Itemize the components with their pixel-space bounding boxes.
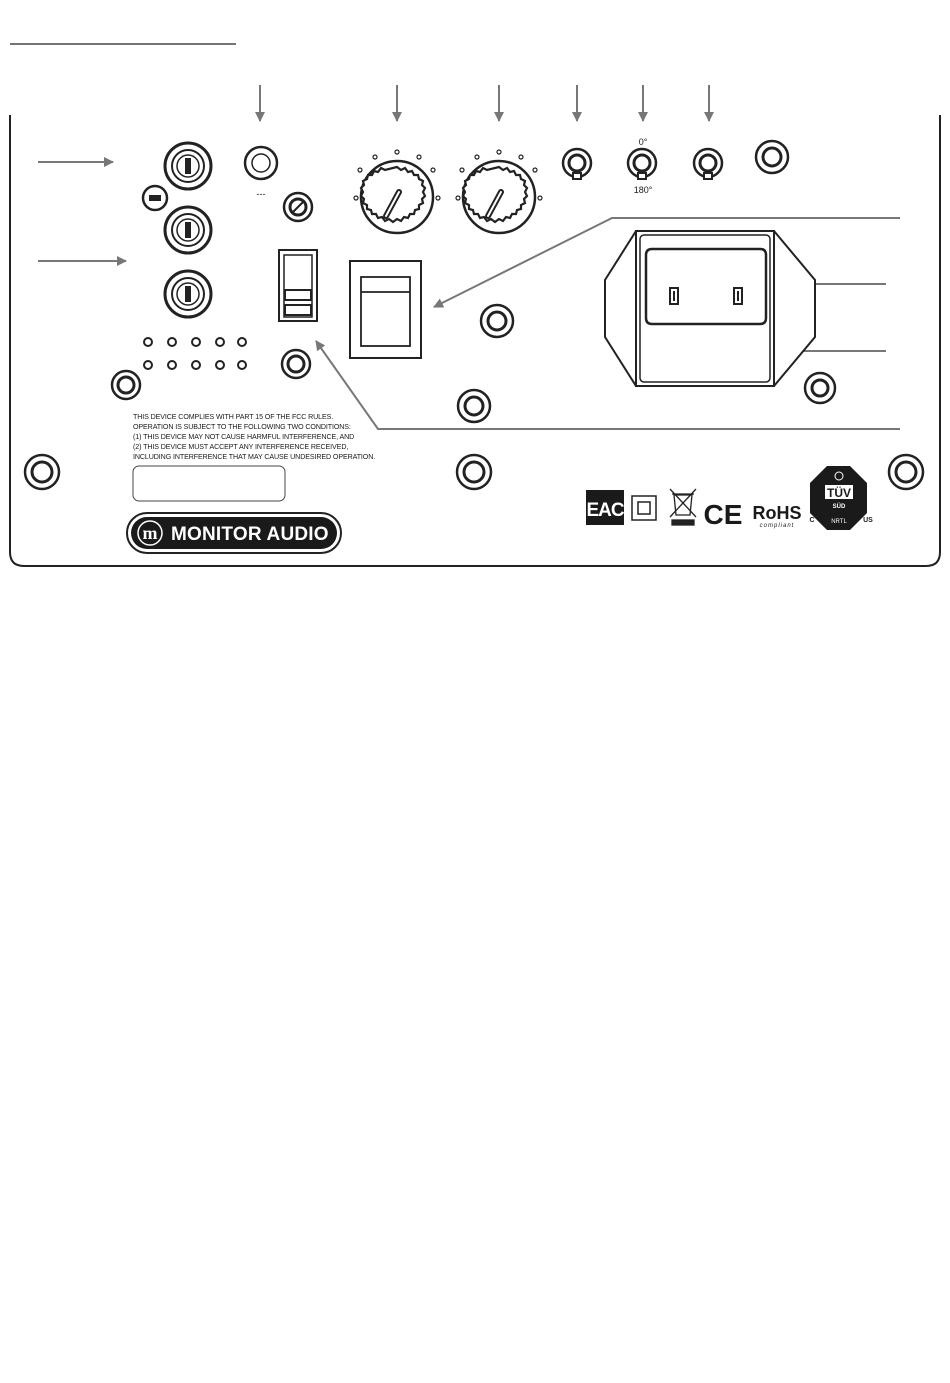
- mount-screw: [479, 303, 515, 339]
- double-insulation-mark: [631, 495, 657, 521]
- rca-input-1[interactable]: [163, 141, 213, 191]
- mount-screw: [803, 371, 837, 405]
- power-inlet[interactable]: [604, 230, 816, 387]
- phase-label-180: 180°: [634, 185, 653, 195]
- crossover-knob[interactable]: [455, 149, 543, 235]
- svg-text:C: C: [809, 517, 814, 524]
- dc-symbol: ---: [257, 189, 266, 199]
- svg-text:TÜV: TÜV: [827, 485, 851, 500]
- rohs-mark: RoHS compliant: [753, 503, 802, 529]
- svg-text:EAC: EAC: [586, 500, 624, 521]
- mount-screw: [887, 453, 925, 491]
- panel-outline: [9, 115, 941, 567]
- tuv-mark: TÜV SÜD NRTL C US: [809, 466, 873, 530]
- rear-panel-diagram: ---: [9, 43, 941, 567]
- fcc-line: INCLUDING INTERFERENCE THAT MAY CAUSE UN…: [133, 453, 375, 461]
- mount-screw: [110, 369, 142, 401]
- fcc-line: (2) THIS DEVICE MUST ACCEPT ANY INTERFER…: [133, 443, 348, 451]
- brand-name: MONITOR AUDIO: [171, 524, 329, 545]
- svg-text:US: US: [863, 517, 873, 524]
- mount-screw: [282, 191, 314, 223]
- callout-arrows-top: [255, 85, 714, 122]
- callout-arrows-left: [38, 157, 127, 266]
- fcc-line: OPERATION IS SUBJECT TO THE FOLLOWING TW…: [133, 423, 351, 431]
- fcc-statement: THIS DEVICE COMPLIES WITH PART 15 OF THE…: [133, 413, 375, 461]
- certification-marks: EAC CE RoHS compliant TÜV SÜD NRTL C US: [586, 466, 873, 530]
- svg-text:SÜD: SÜD: [833, 503, 846, 510]
- ground-post: [141, 184, 169, 212]
- mount-screw: [456, 388, 492, 424]
- callout-arrow-slide-switch: [315, 340, 900, 430]
- weee-bin-icon: [669, 488, 697, 526]
- indicator-dots: [143, 337, 247, 370]
- trigger-jack[interactable]: [243, 145, 279, 181]
- svg-text:compliant: compliant: [760, 523, 795, 529]
- toggle-switch-3[interactable]: [692, 147, 724, 180]
- mount-screw: [754, 139, 790, 175]
- brand-monogram: m: [143, 523, 158, 543]
- phase-switch[interactable]: [626, 147, 658, 180]
- volume-knob[interactable]: [353, 149, 441, 235]
- rca-input-2[interactable]: [163, 205, 213, 255]
- ce-mark: CE: [704, 499, 743, 530]
- power-rocker-switch[interactable]: [349, 260, 422, 359]
- rca-input-3[interactable]: [163, 269, 213, 319]
- phase-label-0: 0°: [639, 137, 648, 147]
- mount-screw: [455, 453, 493, 491]
- brand-logo: m MONITOR AUDIO: [126, 512, 342, 554]
- toggle-switch-1[interactable]: [561, 147, 593, 180]
- fcc-line: (1) THIS DEVICE MAY NOT CAUSE HARMFUL IN…: [133, 433, 354, 441]
- serial-label-box: [132, 465, 286, 502]
- callout-arrow-power-switch: [433, 217, 900, 308]
- mode-slide-switch[interactable]: [278, 249, 318, 322]
- eac-mark: EAC: [586, 490, 626, 525]
- svg-text:NRTL: NRTL: [831, 519, 847, 525]
- svg-text:RoHS: RoHS: [753, 503, 802, 523]
- mount-screw: [23, 453, 61, 491]
- fcc-line: THIS DEVICE COMPLIES WITH PART 15 OF THE…: [133, 413, 333, 421]
- mount-screw: [280, 348, 312, 380]
